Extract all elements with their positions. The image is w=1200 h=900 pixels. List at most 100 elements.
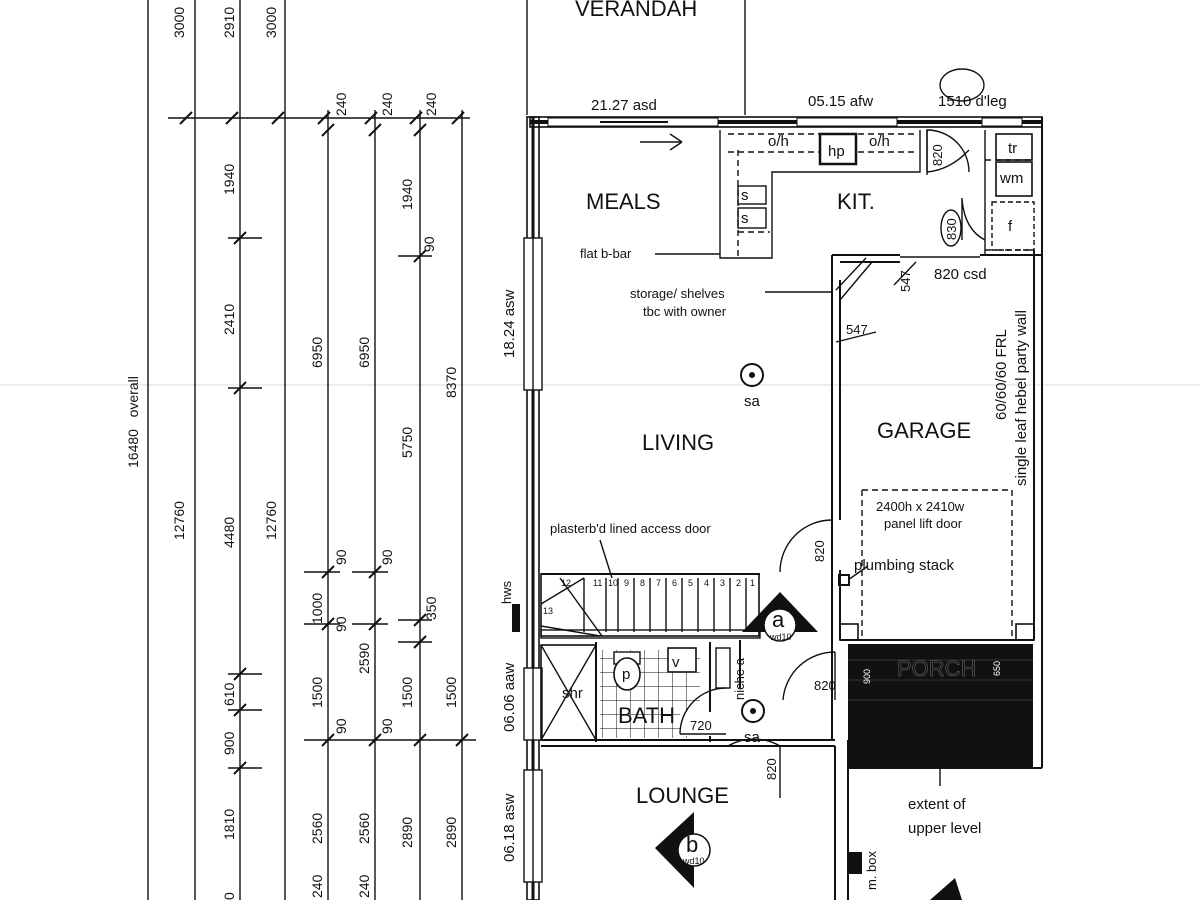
door-dim-650: 650 [992, 661, 1002, 676]
room-meals: MEALS [586, 189, 661, 214]
note-niche: niche a [732, 657, 747, 700]
door-dim-830: 830 [944, 218, 959, 240]
fixture-sa-2: sa [744, 729, 761, 746]
dim-c4-240b: 240 [309, 874, 325, 898]
note-storage-1: storage/ shelves [630, 286, 725, 301]
note-party-wall-2: single leaf hebel party wall [1013, 310, 1030, 486]
dim-c2-1940: 1940 [221, 164, 237, 195]
building-walls: VERANDAH [512, 0, 1043, 900]
dim-c1-0: 0 [221, 892, 237, 900]
dimension-lines [147, 0, 476, 900]
window-1510: 1510 d'leg [938, 93, 1007, 110]
note-extent-2: upper level [908, 820, 981, 837]
dim-c7-8370: 8370 [443, 367, 459, 398]
dim-c6-1500: 1500 [399, 677, 415, 708]
dim-c7-2890: 2890 [443, 817, 459, 848]
dim-c2-900: 900 [221, 731, 237, 755]
dim-c6-240: 240 [423, 92, 439, 116]
dim-c2-610: 610 [221, 682, 237, 706]
dim-c4-90b: 90 [333, 616, 349, 632]
dim-c2-2910: 2910 [221, 7, 237, 38]
note-storage-2: tbc with owner [643, 304, 727, 319]
dim-c3-3000: 3000 [263, 7, 279, 38]
plan-labels: 21.27 asd 05.15 afw 1510 d'leg 18.24 asw… [499, 93, 1030, 890]
section-a-ref: wd10 [769, 632, 792, 642]
note-extent-1: extent of [908, 796, 966, 813]
dimension-labels: 3000 12760 0 16480 overall 2910 1940 241… [125, 7, 459, 900]
dim-c5-2560: 2560 [356, 813, 372, 844]
door-dim-900: 900 [862, 669, 872, 684]
fixture-shr: shr [562, 685, 583, 702]
fixture-m-box: m. box [864, 850, 879, 890]
dim-c2-1810: 1810 [221, 809, 237, 840]
stair-num-3: 3 [720, 578, 725, 588]
fixture-sa-1: sa [744, 393, 761, 410]
dim-c5-2590: 2590 [356, 643, 372, 674]
stair-num-12: 12 [561, 578, 571, 588]
door-dim-720: 720 [690, 718, 712, 733]
note-plumbing-stack: plumbing stack [854, 557, 955, 574]
window-06-18: 06.18 asw [501, 793, 518, 862]
dim-c5-6950: 6950 [356, 337, 372, 368]
door-dim-820-laundry: 820 [930, 144, 945, 166]
fixture-oh-2: o/h [869, 133, 890, 150]
fixture-hws: hws [499, 580, 514, 604]
dim-overall: 16480 overall [125, 376, 141, 468]
section-b-ref: wd10 [682, 856, 705, 866]
room-living: LIVING [642, 430, 714, 455]
stair-num-1: 1 [750, 578, 755, 588]
room-verandah: VERANDAH [575, 0, 697, 21]
dim-c4-1000: 1000 [309, 593, 325, 624]
note-plasterbd: plasterb'd lined access door [550, 521, 711, 536]
window-06-06: 06.06 aaw [501, 663, 518, 732]
scan-blank-area [38, 503, 134, 690]
dim-c6-1940: 1940 [399, 179, 415, 210]
fixture-v: v [672, 654, 680, 671]
door-dim-820-living: 820 [812, 540, 827, 562]
dim-c6-350: 350 [423, 596, 439, 620]
note-party-wall-1: 60/60/60 FRL [993, 329, 1010, 420]
dim-c4-90c: 90 [333, 718, 349, 734]
dim-c6-5750: 5750 [399, 427, 415, 458]
fixture-oh-1: o/h [768, 133, 789, 150]
fixture-tr: tr [1008, 140, 1017, 157]
stair-num-9: 9 [624, 578, 629, 588]
room-bath: BATH [618, 703, 675, 728]
room-lounge: LOUNGE [636, 783, 729, 808]
dim-c4-2560: 2560 [309, 813, 325, 844]
room-porch: PORCH [897, 656, 976, 681]
dim-c3-12760: 12760 [263, 501, 279, 540]
door-dim-820-porch: 820 [814, 678, 836, 693]
dim-c6-90: 90 [421, 236, 437, 252]
room-garage: GARAGE [877, 418, 971, 443]
dim-c5-240a: 240 [379, 92, 395, 116]
dim-c5-240b: 240 [356, 874, 372, 898]
dim-c6-2890: 2890 [399, 817, 415, 848]
dim-c4-6950: 6950 [309, 337, 325, 368]
dim-c1-12760: 12760 [171, 501, 187, 540]
fixture-f: f [1008, 218, 1013, 235]
window-21-27: 21.27 asd [591, 97, 657, 114]
fixture-sink-2: s [741, 210, 749, 227]
fixture-p: p [622, 666, 630, 683]
note-panel-2: panel lift door [884, 516, 963, 531]
door-dim-547-b: 547 [846, 322, 868, 337]
note-flat-bbar: flat b-bar [580, 246, 632, 261]
dim-c5-90a: 90 [379, 549, 395, 565]
note-panel-1: 2400h x 2410w [876, 499, 965, 514]
note-820-csd: 820 csd [934, 266, 987, 283]
stair-num-10: 10 [608, 578, 618, 588]
dim-c4-240a: 240 [333, 92, 349, 116]
stair-num-2: 2 [736, 578, 741, 588]
dim-c5-90b: 90 [379, 718, 395, 734]
window-05-15: 05.15 afw [808, 93, 873, 110]
door-dim-820-lounge: 820 [764, 758, 779, 780]
stair-num-7: 7 [656, 578, 661, 588]
dim-c2-2410: 2410 [221, 304, 237, 335]
dim-c4-1500: 1500 [309, 677, 325, 708]
section-b-letter: b [686, 832, 698, 857]
stair-num-4: 4 [704, 578, 709, 588]
section-a-letter: a [772, 607, 785, 632]
dim-c2-4480: 4480 [221, 517, 237, 548]
